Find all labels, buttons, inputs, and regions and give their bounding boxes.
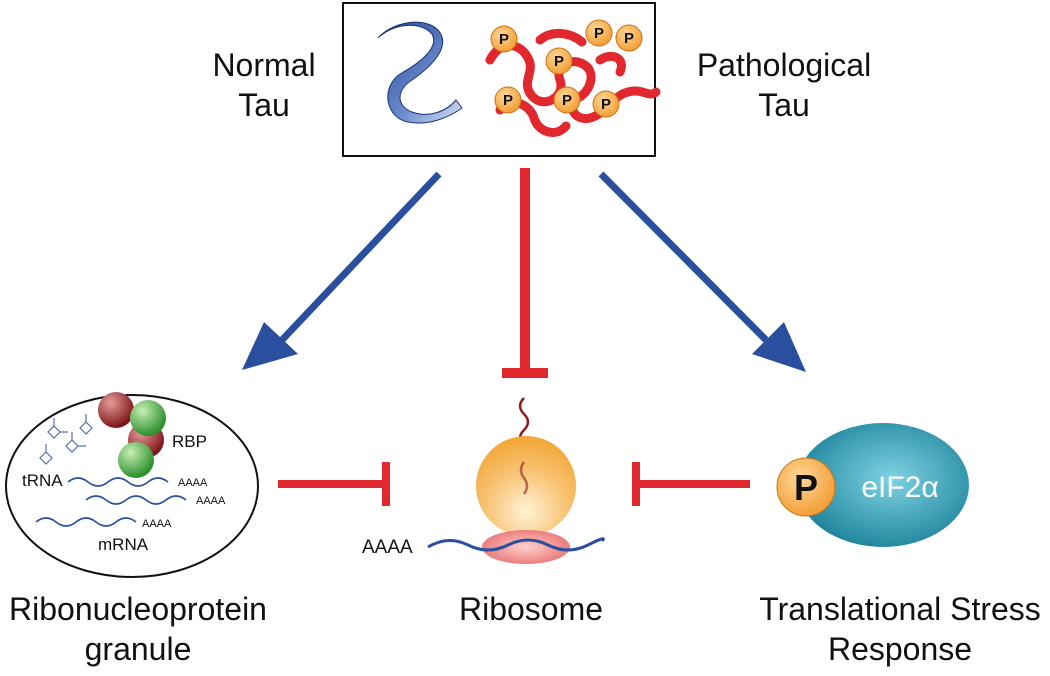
- eif2a-complex: eIF2α P: [776, 423, 969, 547]
- phospho-label: P: [562, 92, 572, 109]
- phospho-group: P: [553, 86, 581, 114]
- phospho-label: P: [503, 92, 513, 109]
- polya-label: AAAA: [178, 477, 208, 489]
- rnp-granule: RBP tRNA AAAA AAAA AAAA mRNA: [5, 392, 259, 578]
- phospho-group: P: [490, 25, 518, 53]
- inhibition-bar-right: [632, 462, 750, 506]
- trna-label: tRNA: [22, 471, 63, 490]
- polya-label: AAAA: [142, 518, 172, 530]
- normal-tau-label-line1: Normal: [212, 47, 315, 83]
- polya-label: AAAA: [196, 495, 226, 507]
- normal-tau-ribbon: [377, 21, 463, 124]
- activation-arrow-right: [598, 171, 806, 372]
- rbp-sphere: [130, 400, 166, 436]
- phospho-label: P: [594, 25, 604, 42]
- ribosome-mrna: [427, 537, 605, 552]
- eif2a-label: eIF2α: [861, 471, 938, 504]
- eif2a-ellipse: [797, 423, 969, 547]
- granule-outline: [5, 394, 259, 578]
- pathological-tau-label-line1: Pathological: [697, 47, 871, 83]
- phospho-label: P: [624, 30, 634, 47]
- mrna-label: mRNA: [98, 535, 149, 554]
- phospho-group: P: [592, 90, 620, 118]
- rbp-label: RBP: [172, 432, 207, 451]
- rbp-sphere: [118, 442, 154, 478]
- phospho-group: P: [615, 24, 643, 52]
- stress-caption-line2: Response: [828, 631, 972, 667]
- rbp-sphere: [98, 392, 134, 428]
- normal-tau-label-line2: Tau: [238, 87, 290, 123]
- stress-caption-line1: Translational Stress: [759, 591, 1041, 627]
- pathological-tau-label-line2: Tau: [758, 87, 810, 123]
- eif2a-phospho-label: P: [794, 467, 818, 508]
- inhibition-bar-left: [278, 462, 390, 506]
- eif2a-phospho: [776, 457, 836, 517]
- granule-caption-line2: granule: [85, 631, 192, 667]
- phospho-label: P: [601, 96, 611, 113]
- tau-box: P P P P P P P: [342, 2, 661, 157]
- mrna-strand: [85, 495, 187, 505]
- granule-caption-line1: Ribonucleoprotein: [9, 591, 267, 627]
- ribosome-caption: Ribosome: [459, 591, 603, 627]
- inhibition-bar-center: [502, 168, 548, 378]
- phospho-label: P: [554, 53, 564, 70]
- ribosome-small-subunit: [482, 530, 570, 564]
- phospho-label: P: [499, 31, 509, 48]
- phospho-group: P: [494, 86, 522, 114]
- activation-arrow-left: [242, 171, 442, 370]
- ribosome: AAAA: [362, 397, 605, 564]
- phospho-group: P: [545, 47, 573, 75]
- phospho-group: P: [585, 19, 613, 47]
- ribosome-polya-label: AAAA: [362, 537, 413, 558]
- mrna-strand: [67, 477, 169, 487]
- pathological-tau-tangle: [485, 29, 661, 137]
- trna-icon: [39, 414, 93, 465]
- mrna-strand: [35, 517, 137, 527]
